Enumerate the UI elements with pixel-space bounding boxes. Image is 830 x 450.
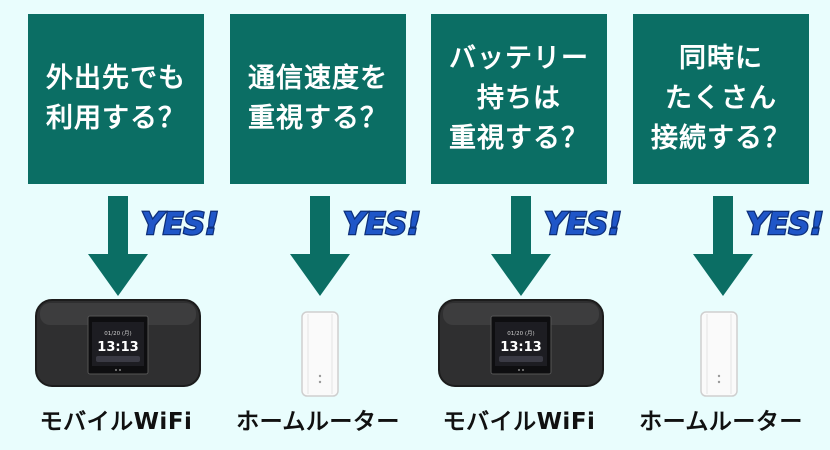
device-label: ホームルーター [639, 409, 803, 435]
device-screen-date: 01/20 (月) [507, 330, 534, 337]
down-arrow-icon [290, 196, 350, 296]
device-screen-time: 13:13 [500, 340, 541, 355]
question-box: 通信速度を 重視する？ [230, 14, 406, 184]
flow-column-4: 同時に たくさん 接続する？ YES! ホームルーター [633, 0, 830, 450]
down-arrow-icon [491, 196, 551, 296]
device-label: モバイルWiFi [39, 409, 193, 435]
yes-badge: YES! [543, 206, 623, 244]
home-router-icon [301, 311, 339, 397]
flow-column-2: 通信速度を 重視する？ YES! ホームルーター [230, 0, 430, 450]
question-text: 同時に たくさん 接続する？ [651, 43, 791, 154]
question-text: バッテリー 持ちは 重視する？ [449, 43, 589, 154]
yes-text: YES! [544, 207, 622, 242]
yes-text: YES! [141, 207, 219, 242]
mobile-wifi-icon: 01/20 (月) 13:13 [438, 299, 604, 387]
device-label: モバイルWiFi [442, 409, 596, 435]
yes-text: YES! [746, 207, 824, 242]
down-arrow-icon [88, 196, 148, 296]
down-arrow-icon [693, 196, 753, 296]
yes-text: YES! [343, 207, 421, 242]
device-label: ホームルーター [236, 409, 400, 435]
home-router-icon [700, 311, 738, 397]
yes-badge: YES! [745, 206, 825, 244]
flow-column-1: 外出先でも 利用する？ YES! 01/20 (月) 13:13 モバイルWiF… [28, 0, 228, 450]
question-text: 外出先でも 利用する？ [46, 63, 186, 134]
question-box: 外出先でも 利用する？ [28, 14, 204, 184]
device-screen-time: 13:13 [97, 340, 138, 355]
question-box: バッテリー 持ちは 重視する？ [431, 14, 607, 184]
mobile-wifi-icon: 01/20 (月) 13:13 [35, 299, 201, 387]
yes-badge: YES! [140, 206, 220, 244]
question-text: 通信速度を 重視する？ [248, 63, 388, 134]
device-screen-date: 01/20 (月) [104, 330, 131, 337]
flow-column-3: バッテリー 持ちは 重視する？ YES! 01/20 (月) 13:13 モバイ… [431, 0, 631, 450]
question-box: 同時に たくさん 接続する？ [633, 14, 809, 184]
yes-badge: YES! [342, 206, 422, 244]
